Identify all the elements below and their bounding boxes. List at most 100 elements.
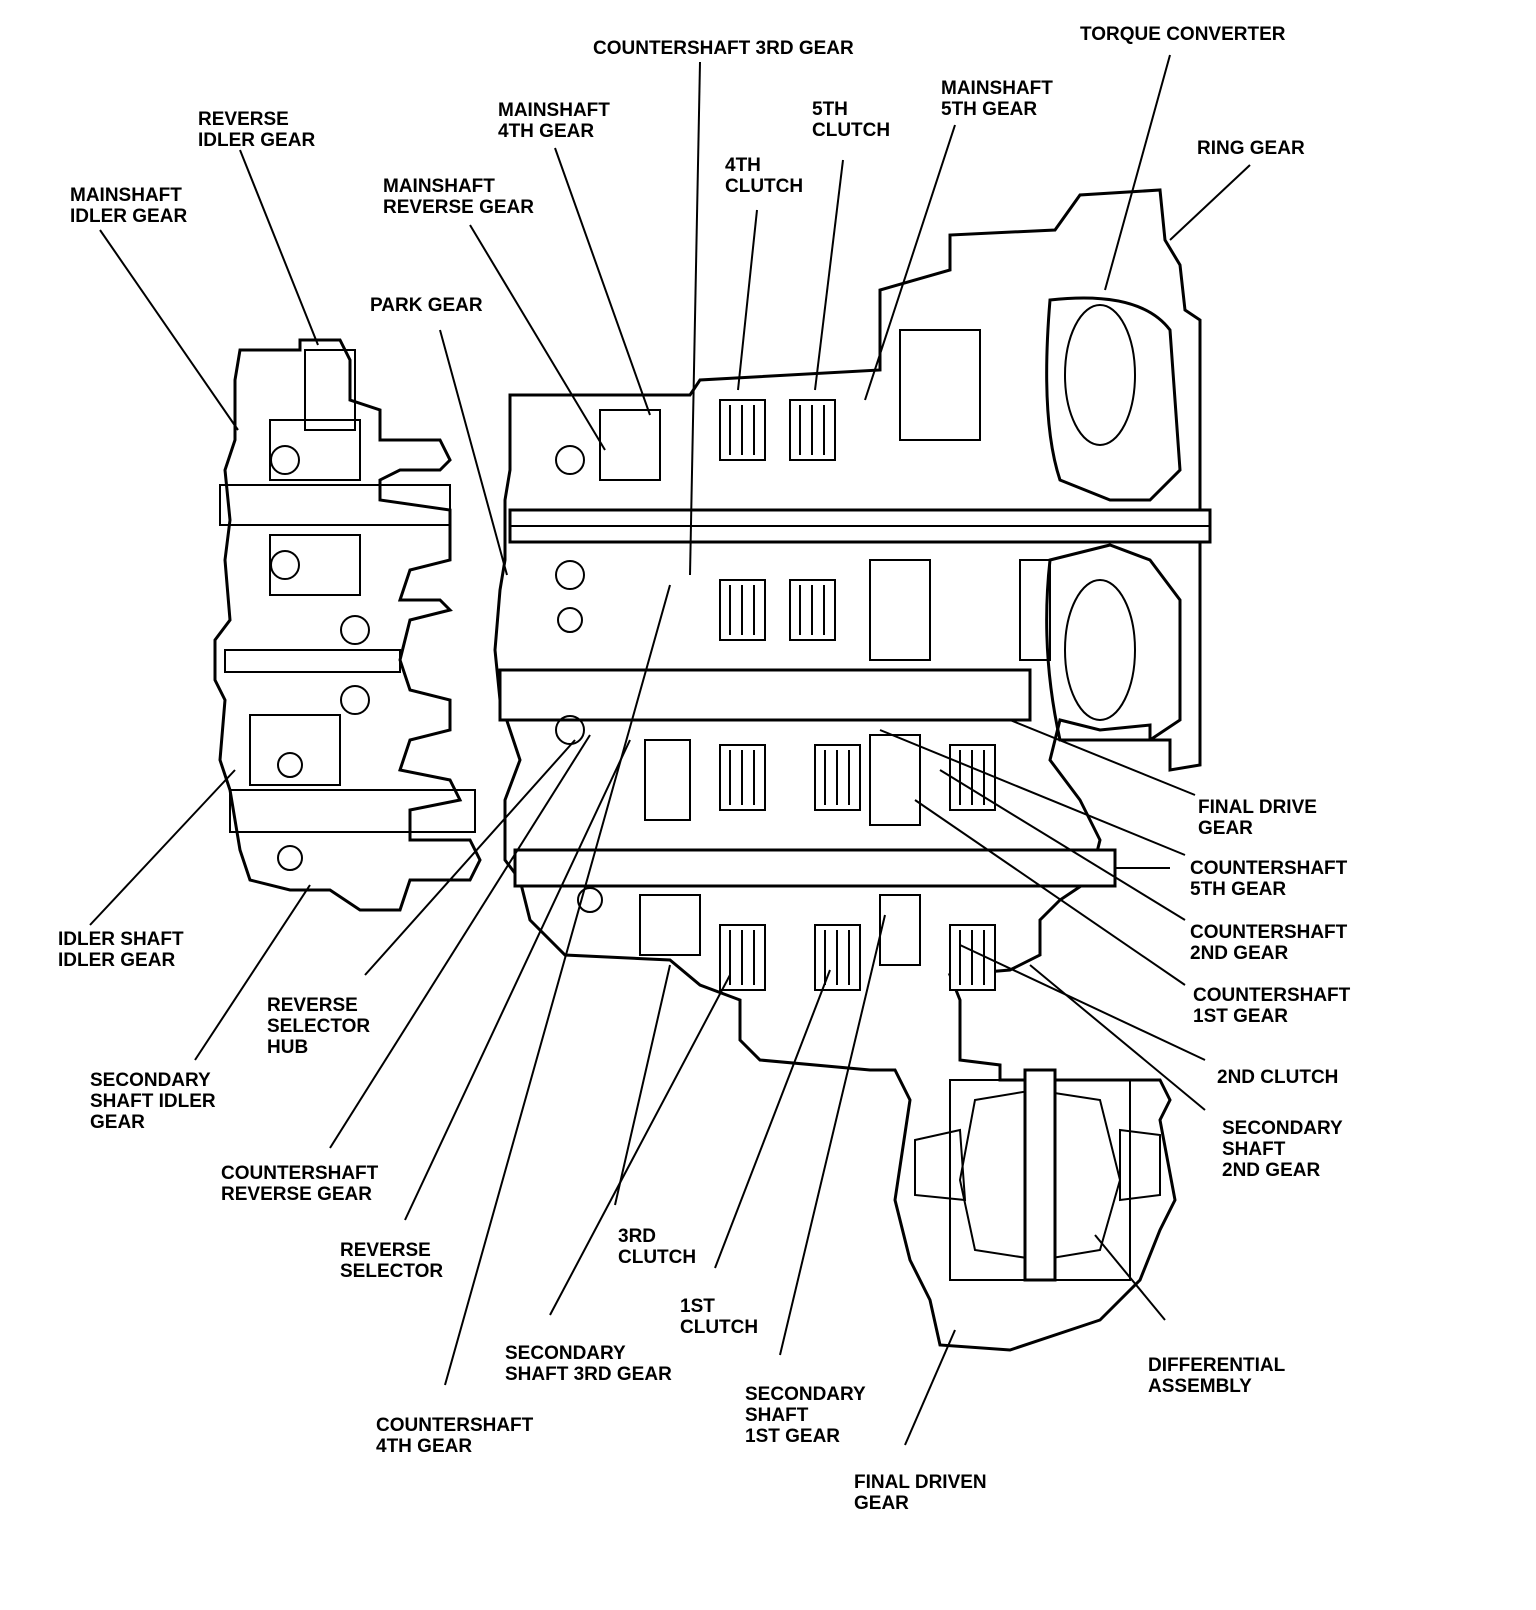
left-gear-block-2 xyxy=(269,419,361,481)
leader-mainshaft-5th-gear xyxy=(864,124,956,401)
label-line: GEAR xyxy=(1198,818,1253,839)
gear-block-a xyxy=(599,409,661,481)
leader-secondary-shaft-idler-gear xyxy=(194,884,311,1061)
leader-countershaft-5th-gear xyxy=(879,729,1186,856)
leader-torque-converter xyxy=(1104,54,1171,291)
leader-secondary-shaft-3rd-gear xyxy=(549,974,731,1316)
main-bearing-2 xyxy=(555,560,585,590)
label-park-gear: PARK GEAR xyxy=(370,295,483,316)
main-bearing-4 xyxy=(555,715,585,745)
label-line: 3RD xyxy=(618,1226,657,1247)
label-line: REVERSE xyxy=(340,1240,431,1261)
left-gear-block-3 xyxy=(269,534,361,596)
label-torque-converter: TORQUE CONVERTER xyxy=(1080,24,1286,45)
label-line: 1ST xyxy=(680,1296,715,1317)
left-bearing-1 xyxy=(270,445,300,475)
leader-differential-assembly xyxy=(1094,1234,1166,1321)
leader-lines xyxy=(89,54,1251,1446)
label-countershaft-5th-gear: COUNTERSHAFT 5TH GEAR xyxy=(1190,858,1347,900)
leader-final-drive-gear xyxy=(1009,719,1196,796)
label-line: PARK GEAR xyxy=(370,295,483,316)
label-final-driven-gear: FINAL DRIVEN GEAR xyxy=(854,1472,987,1514)
leader-reverse-selector-hub xyxy=(364,739,576,976)
fourth-clutch-pack-upper xyxy=(719,399,766,461)
leader-mainshaft-reverse-gear xyxy=(469,224,606,451)
gear-block-f xyxy=(639,894,701,956)
leader-final-driven-gear xyxy=(904,1329,956,1446)
label-differential-assembly: DIFFERENTIAL ASSEMBLY xyxy=(1148,1355,1285,1397)
label-line: TORQUE CONVERTER xyxy=(1080,24,1286,45)
fourth-clutch-pack-lower xyxy=(719,579,766,641)
label-line: CLUTCH xyxy=(680,1317,759,1338)
main-bearing-5 xyxy=(577,887,603,913)
label-reverse-selector: REVERSE SELECTOR xyxy=(340,1240,443,1282)
label-secondary-shaft-2nd-gear: SECONDARY SHAFT 2ND GEAR xyxy=(1222,1118,1343,1181)
leader-mainshaft-4th-gear xyxy=(554,147,651,416)
label-line: 5TH xyxy=(812,99,848,120)
leader-4th-clutch xyxy=(737,209,758,391)
label-line: FINAL DRIVEN xyxy=(854,1472,987,1493)
label-secondary-shaft-idler-gear: SECONDARY SHAFT IDLER GEAR xyxy=(90,1070,216,1133)
fifth-clutch-pack-upper xyxy=(789,399,836,461)
label-line: MAINSHAFT xyxy=(383,176,495,197)
label-line: SELECTOR xyxy=(340,1261,444,1282)
label-line: 4TH xyxy=(725,155,761,176)
leader-secondary-shaft-2nd-gear xyxy=(1029,964,1206,1111)
leader-countershaft-reverse-gear xyxy=(329,734,591,1149)
label-line: MAINSHAFT xyxy=(941,78,1053,99)
label-line: CLUTCH xyxy=(812,120,891,141)
label-line: IDLER GEAR xyxy=(198,130,316,151)
left-gear-block-1 xyxy=(304,349,356,431)
leader-idler-shaft-idler-gear xyxy=(89,769,236,926)
label-line: 2ND GEAR xyxy=(1222,1160,1321,1181)
label-line: COUNTERSHAFT xyxy=(1190,922,1348,943)
gear-block-e xyxy=(879,894,921,966)
leader-mainshaft-idler-gear xyxy=(99,229,239,431)
leader-1st-clutch xyxy=(714,969,831,1269)
label-5th-clutch: 5TH CLUTCH xyxy=(812,99,890,141)
left-bearing-5 xyxy=(277,752,303,778)
torque-converter-housing xyxy=(1045,296,1182,502)
label-mainshaft-5th-gear: MAINSHAFT 5TH GEAR xyxy=(941,78,1053,120)
label-line: 4TH GEAR xyxy=(498,121,595,142)
label-1st-clutch: 1ST CLUTCH xyxy=(680,1296,758,1338)
third-clutch-pack-upper xyxy=(719,744,766,811)
label-line: SECONDARY xyxy=(90,1070,211,1091)
label-countershaft-4th-gear: COUNTERSHAFT 4TH GEAR xyxy=(376,1415,533,1457)
label-secondary-shaft-1st-gear: SECONDARY SHAFT 1ST GEAR xyxy=(745,1384,866,1447)
left-bearing-2 xyxy=(270,550,300,580)
label-line: SECONDARY xyxy=(505,1343,626,1364)
leader-ring-gear xyxy=(1169,164,1251,241)
label-ring-gear: RING GEAR xyxy=(1197,138,1305,159)
label-reverse-selector-hub: REVERSE SELECTOR HUB xyxy=(267,995,370,1058)
label-line: SHAFT xyxy=(1222,1139,1286,1160)
main-bearing-3 xyxy=(557,607,583,633)
main-bearing-1 xyxy=(555,445,585,475)
label-line: 1ST GEAR xyxy=(745,1426,841,1447)
label-line: 5TH GEAR xyxy=(941,99,1038,120)
label-line: 4TH GEAR xyxy=(376,1436,473,1457)
leader-reverse-selector xyxy=(404,739,631,1221)
label-line: COUNTERSHAFT 3RD GEAR xyxy=(593,38,854,59)
label-line: COUNTERSHAFT xyxy=(1193,985,1351,1006)
leader-countershaft-4th-gear xyxy=(444,584,671,1386)
label-final-drive-gear: FINAL DRIVE GEAR xyxy=(1198,797,1317,839)
label-countershaft-1st-gear: COUNTERSHAFT 1ST GEAR xyxy=(1193,985,1350,1027)
label-line: IDLER GEAR xyxy=(58,950,176,971)
label-line: COUNTERSHAFT xyxy=(1190,858,1348,879)
label-line: IDLER GEAR xyxy=(70,206,188,227)
label-line: REVERSE xyxy=(267,995,358,1016)
torque-converter-lower xyxy=(1045,543,1182,742)
label-line: CLUTCH xyxy=(725,176,804,197)
label-line: MAINSHAFT xyxy=(498,100,610,121)
gear-block-g xyxy=(899,329,981,441)
left-bearing-4 xyxy=(340,685,370,715)
first-clutch-pack-lower xyxy=(814,924,861,991)
label-line: SHAFT IDLER xyxy=(90,1091,216,1112)
gear-block-d xyxy=(869,734,921,826)
leader-countershaft-1st-gear xyxy=(914,799,1186,986)
final-driven-gear-teeth-right xyxy=(1119,1128,1161,1202)
label-line: SECONDARY xyxy=(1222,1118,1343,1139)
gear-block-b xyxy=(869,559,931,661)
